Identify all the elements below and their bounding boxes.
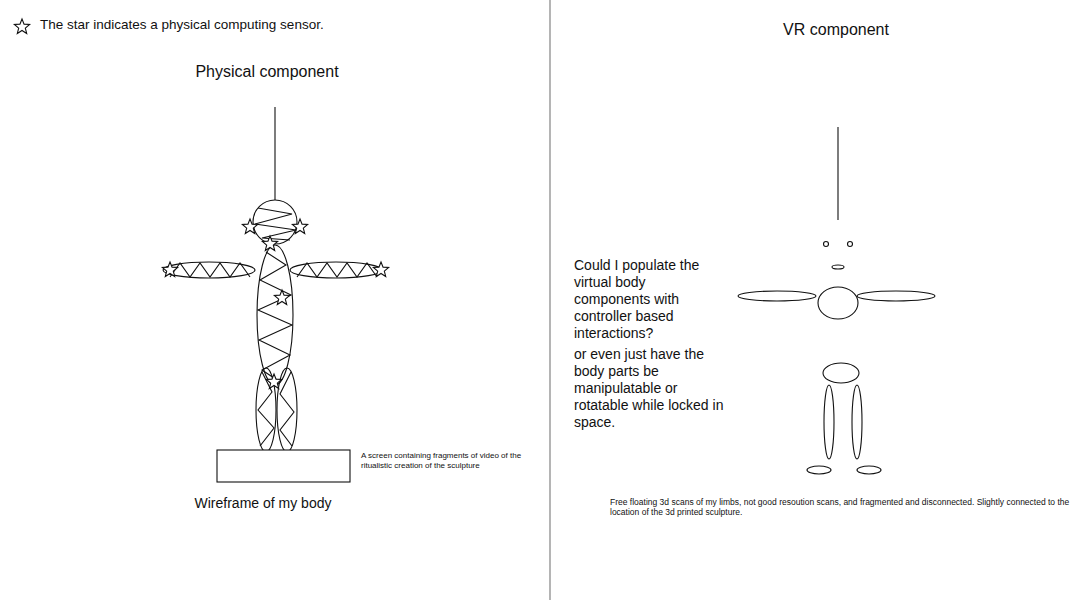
annotation-note: Free floating 3d scans of my limbs, not … <box>610 497 1075 518</box>
panel-heading: VR component <box>783 20 889 40</box>
legend-star <box>14 19 29 33</box>
panel-divider <box>549 0 550 600</box>
vr-figure <box>738 127 935 474</box>
eye-scan <box>824 242 829 247</box>
left-arm <box>163 262 255 278</box>
sensor-star <box>373 262 388 276</box>
panel-heading: Physical component <box>195 62 338 82</box>
hanging-wire <box>837 127 838 220</box>
mouth-scan <box>832 265 844 269</box>
right-arm <box>290 262 382 278</box>
sensor-star <box>274 290 289 304</box>
sensor-star <box>292 219 307 233</box>
head <box>253 200 297 244</box>
arm-scan <box>738 291 816 301</box>
question-note: or even just have the body parts be mani… <box>574 346 724 431</box>
sensor-star <box>262 236 277 250</box>
leg-scan <box>852 385 862 459</box>
chest-scan <box>818 287 858 319</box>
sensor-star <box>266 374 281 388</box>
foot-scan <box>807 466 831 474</box>
foot-scan <box>857 466 881 474</box>
torso-wireframe <box>258 252 292 382</box>
sensor-star <box>242 219 257 233</box>
leg-scan <box>824 385 834 459</box>
legend-entry: The star indicates a physical computing … <box>40 17 324 33</box>
figure-caption: Wireframe of my body <box>195 495 332 512</box>
arm-wireframe <box>297 263 377 277</box>
pelvis-scan <box>823 363 859 383</box>
arm-wireframe <box>170 263 250 277</box>
leg-wireframe <box>280 372 294 446</box>
screen-base <box>217 450 350 482</box>
question-note: Could I populate the virtual body compon… <box>574 257 724 342</box>
torso <box>257 245 293 385</box>
annotation-note: A screen containing fragments of video o… <box>361 451 543 471</box>
arm-scan <box>857 291 935 301</box>
sensor-star <box>162 262 177 276</box>
wireframe-figure <box>162 107 388 482</box>
sensor-stars <box>162 219 388 388</box>
head-wireframe <box>255 208 296 240</box>
eye-scan <box>848 242 853 247</box>
hanging-wire <box>274 107 275 200</box>
